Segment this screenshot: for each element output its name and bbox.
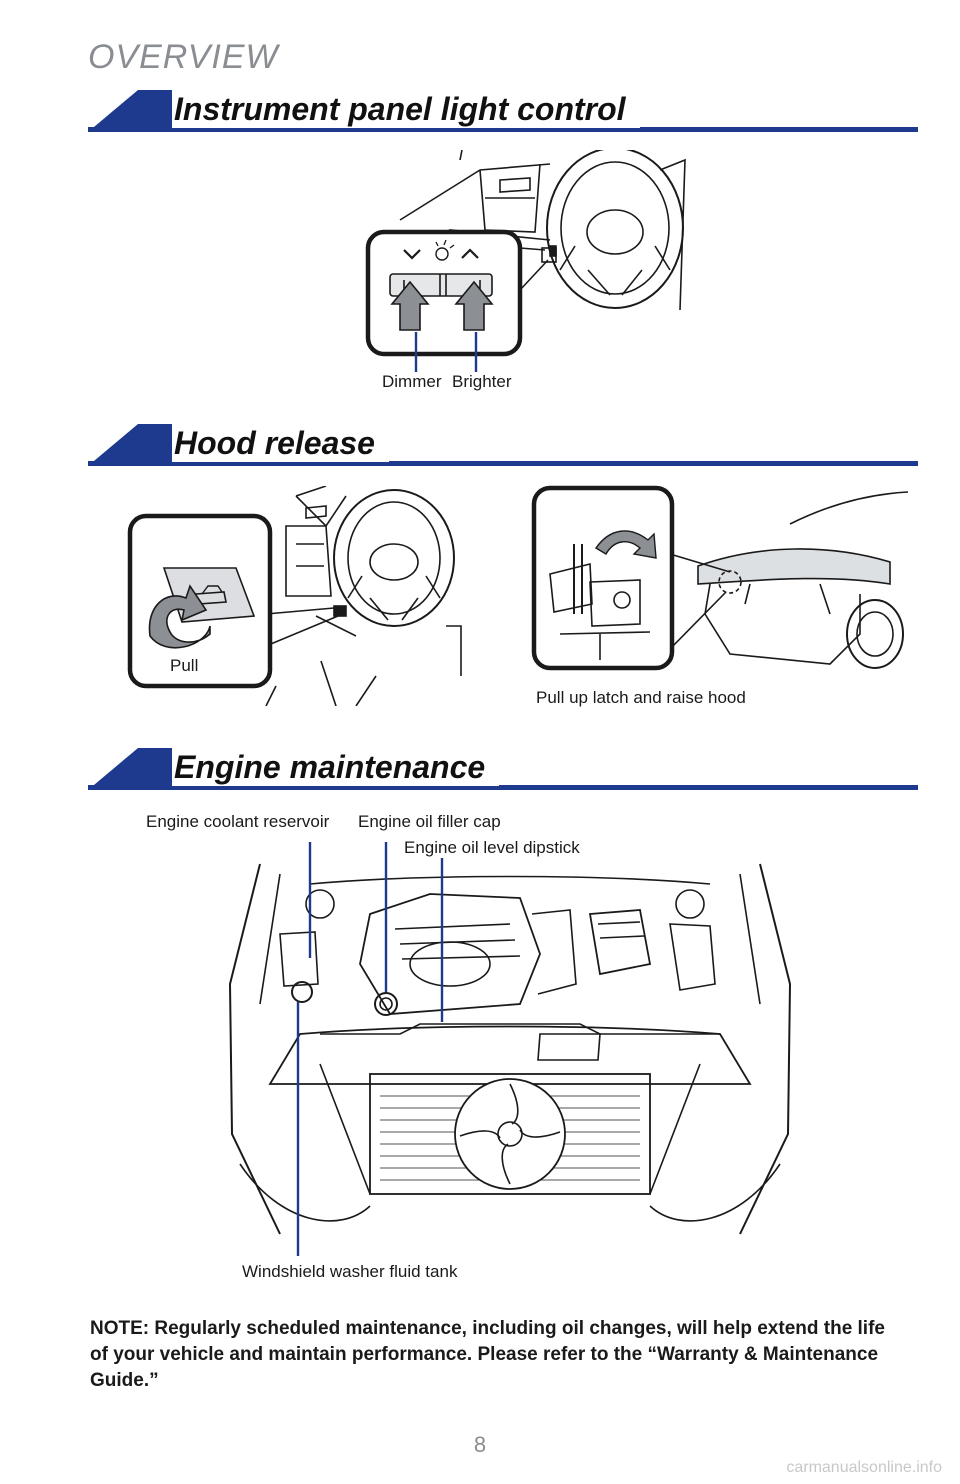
latch-label: Pull up latch and raise hood: [536, 688, 746, 707]
section-header-engine-maintenance: Engine maintenance: [88, 748, 918, 792]
washer-fluid-tank-label: Windshield washer fluid tank: [242, 1262, 458, 1281]
section-header-instrument-panel: Instrument panel light control: [88, 90, 918, 134]
coolant-reservoir-label: Engine coolant reservoir: [146, 812, 330, 831]
section-rule: [88, 785, 918, 790]
dimmer-label: Dimmer: [382, 372, 442, 391]
page-number: 8: [473, 1432, 487, 1457]
brighter-label: Brighter: [452, 372, 512, 391]
section-header-hood-release: Hood release: [88, 424, 918, 468]
hood-release-lever-illustration: [127, 486, 462, 706]
section-title: Engine maintenance: [172, 748, 500, 786]
site-watermark: carmanualsonline.info: [786, 1459, 942, 1476]
pull-label: Pull: [170, 656, 199, 675]
engine-bay-illustration: [228, 842, 792, 1256]
instrument-panel-illustration: [365, 150, 686, 372]
maintenance-note: NOTE: Regularly scheduled maintenance, i…: [90, 1318, 885, 1391]
section-rule: [88, 127, 918, 132]
section-title: Instrument panel light control: [172, 90, 640, 128]
hood-latch-illustration: [531, 485, 909, 671]
oil-dipstick-label: Engine oil level dipstick: [404, 838, 580, 857]
section-rule: [88, 461, 918, 466]
overview-heading: OVERVIEW: [88, 38, 279, 76]
section-title: Hood release: [172, 424, 389, 462]
oil-filler-cap-label: Engine oil filler cap: [358, 812, 501, 831]
